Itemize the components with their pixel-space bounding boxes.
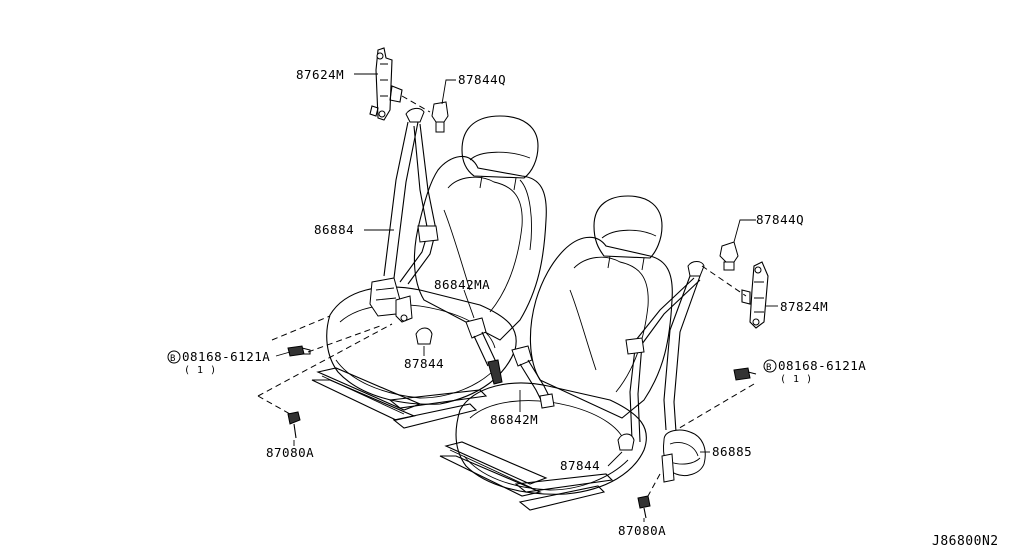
center-buckle	[511, 345, 555, 409]
left-lower-cover	[415, 327, 433, 345]
left-belt-webbing	[369, 107, 439, 323]
part-labels: 87624M 87844Q 86884 86842MA B 08168-6121…	[167, 67, 999, 549]
label-left-bolt-qty: ( 1 )	[184, 365, 217, 376]
right-cover-cap	[719, 241, 739, 271]
right-mount-bolt	[733, 367, 757, 381]
label-left-upper-anchor: 87624M	[296, 67, 344, 82]
label-right-anchor-bolt: 87080A	[618, 523, 666, 538]
right-lower-cover	[617, 433, 635, 451]
bolt-marker-left-icon	[167, 350, 181, 364]
label-right-retractor: 86885	[712, 444, 752, 459]
left-cover-cap	[431, 101, 449, 133]
label-right-bolt: 08168-6121A	[778, 358, 866, 373]
label-left-anchor-bolt: 87080A	[266, 445, 314, 460]
assembly-guide-lines	[257, 95, 755, 497]
left-mount-bolt	[287, 345, 311, 357]
label-right-lower-cover: 87844	[560, 458, 600, 473]
right-anchor-bolt	[637, 495, 651, 519]
left-upper-anchor	[369, 47, 403, 121]
label-left-belt: 86884	[314, 222, 354, 237]
label-left-cover: 87844Q	[458, 72, 506, 87]
right-seat	[439, 195, 673, 511]
label-right-upper-anchor: 87824M	[780, 299, 828, 314]
left-anchor-bolt	[287, 411, 301, 439]
right-upper-anchor	[741, 261, 769, 329]
label-right-cover: 87844Q	[756, 212, 804, 227]
bolt-marker-right-icon	[763, 359, 777, 373]
label-left-buckle: 86842MA	[434, 277, 490, 292]
bolt-marker-left: B	[170, 354, 176, 364]
left-seat	[311, 115, 547, 429]
label-center-buckle: 86842M	[490, 412, 538, 427]
bolt-marker-right: B	[766, 363, 772, 373]
right-belt-webbing	[625, 261, 706, 483]
left-buckle	[465, 317, 503, 385]
leader-lines	[275, 73, 778, 522]
label-left-lower-cover: 87844	[404, 356, 444, 371]
diagram-code: J86800N2	[932, 534, 999, 549]
label-right-bolt-qty: ( 1 )	[780, 374, 813, 385]
label-left-bolt: 08168-6121A	[182, 349, 270, 364]
